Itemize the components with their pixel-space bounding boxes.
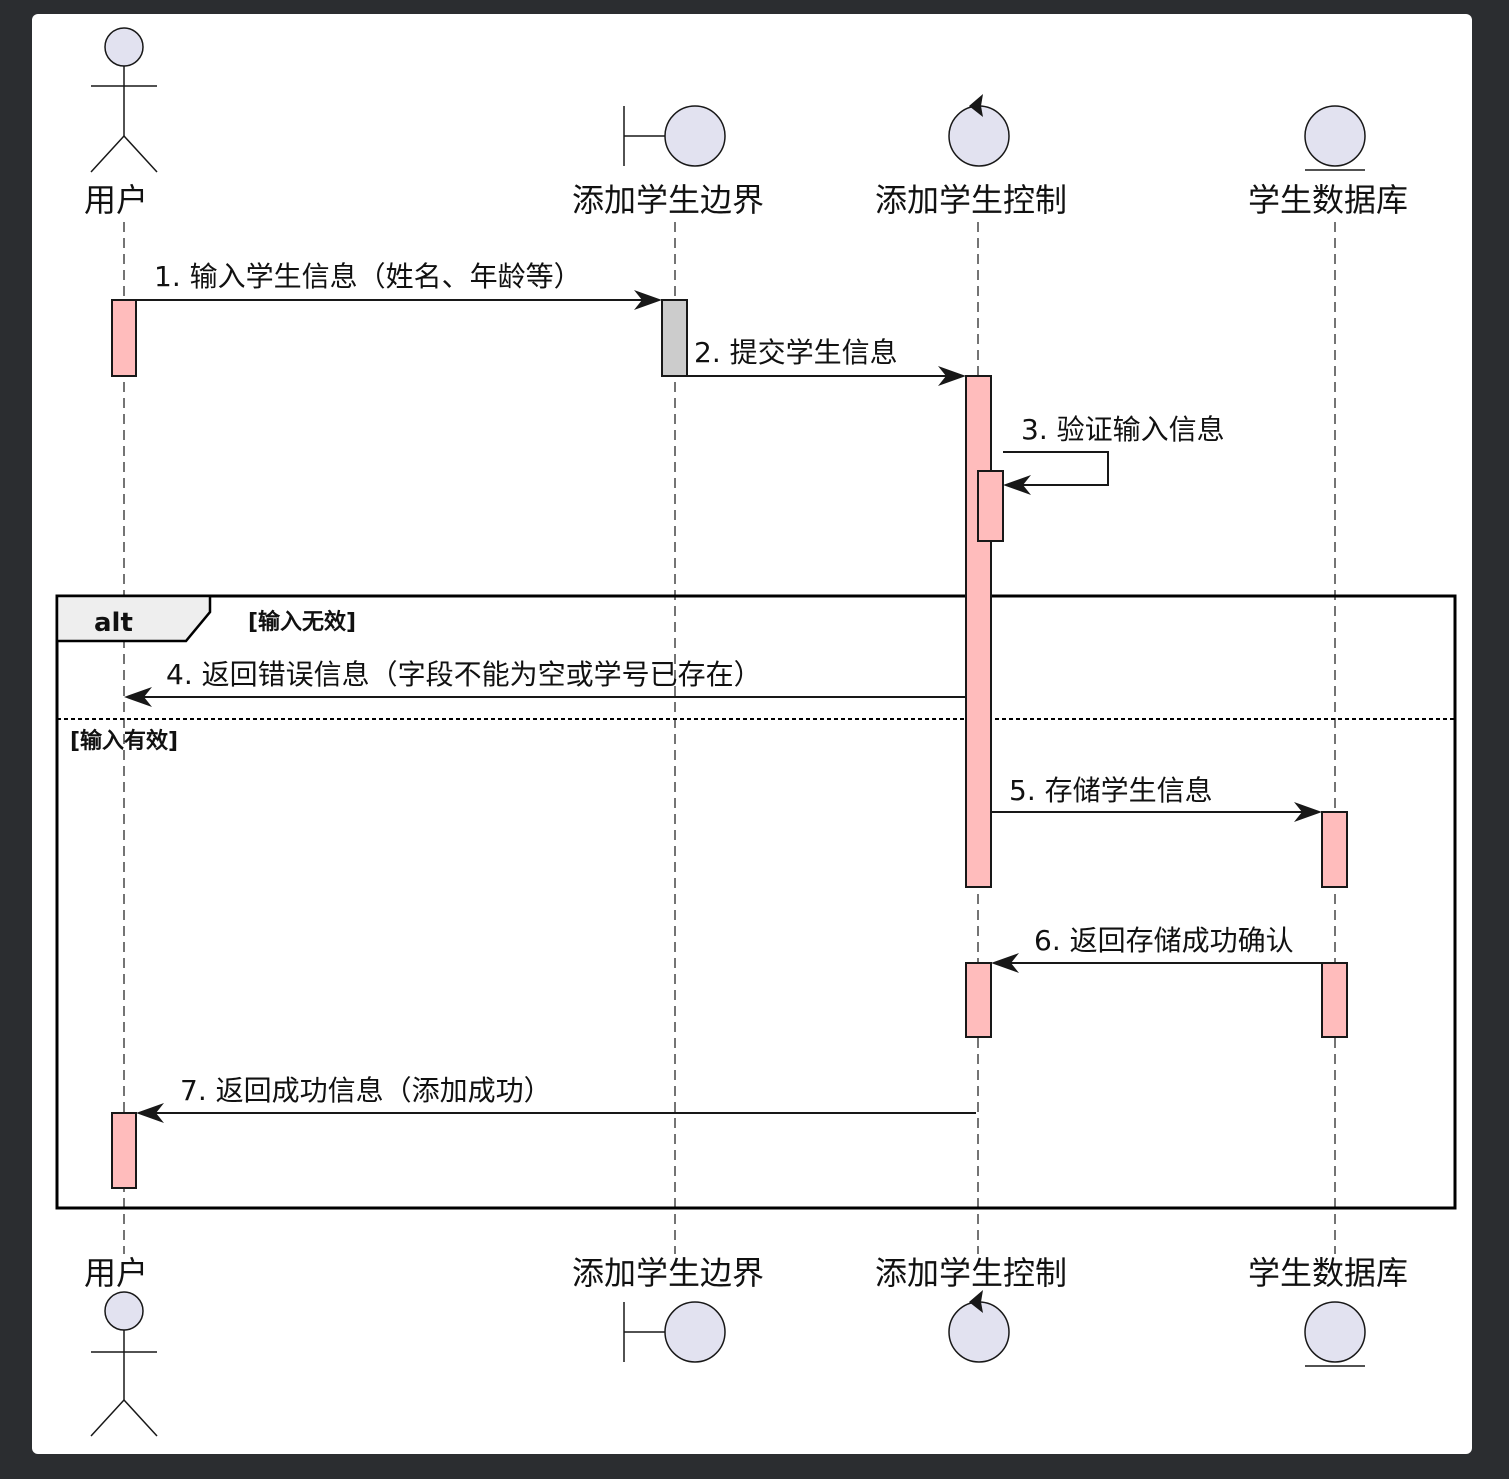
- participant-user-name-bottom: 用户: [84, 1254, 148, 1292]
- participant-user-name-top: 用户: [84, 181, 148, 219]
- activation-control-2: [965, 962, 992, 1038]
- entity-icon: [1304, 105, 1366, 171]
- activation-control-main: [965, 375, 992, 888]
- message-1-arrowhead: [634, 290, 662, 310]
- message-6-label: 6. 返回存储成功确认: [1034, 924, 1294, 957]
- activation-database-2: [1321, 962, 1348, 1038]
- participant-database-name-top: 学生数据库: [1248, 181, 1408, 219]
- message-3-label: 3. 验证输入信息: [1021, 413, 1225, 446]
- alt-guard-invalid: [输入无效]: [248, 609, 356, 635]
- participant-control-name-top: 添加学生控制: [875, 181, 1067, 219]
- participant-boundary-name-top: 添加学生边界: [572, 181, 764, 219]
- message-5-label: 5. 存储学生信息: [1009, 774, 1213, 807]
- entity-icon: [1304, 1301, 1366, 1367]
- control-icon: [948, 94, 1010, 167]
- activation-control-self: [977, 470, 1004, 542]
- participant-control-name-bottom: 添加学生控制: [875, 1254, 1067, 1292]
- participant-database-name-bottom: 学生数据库: [1248, 1254, 1408, 1292]
- participant-boundary-name-bottom: 添加学生边界: [572, 1254, 764, 1292]
- boundary-icon: [623, 105, 726, 167]
- alt-operator: alt: [94, 608, 133, 638]
- message-7-arrowhead: [136, 1103, 164, 1123]
- activation-user-1: [111, 299, 137, 377]
- boundary-icon: [623, 1301, 726, 1363]
- message-3-arrowhead: [1003, 475, 1031, 495]
- message-4-label: 4. 返回错误信息（字段不能为空或学号已存在）: [166, 658, 762, 691]
- alt-guard-valid: [输入有效]: [70, 728, 178, 754]
- actor-icon: [90, 27, 158, 173]
- control-icon: [948, 1290, 1010, 1363]
- activation-database-1: [1321, 811, 1348, 888]
- alt-frame: [55, 594, 1457, 1210]
- message-4-arrowhead: [124, 687, 152, 707]
- message-1-label: 1. 输入学生信息（姓名、年龄等）: [154, 260, 582, 293]
- sequence-diagram: alt [输入无效] [输入有效] 1. 输入学生信息（姓名、年龄等） 2. 提…: [55, 27, 1457, 1437]
- diagram-canvas: alt [输入无效] [输入有效] 1. 输入学生信息（姓名、年龄等） 2. 提…: [32, 14, 1472, 1454]
- message-2-label: 2. 提交学生信息: [694, 336, 898, 369]
- actor-icon: [90, 1291, 158, 1437]
- activation-user-2: [111, 1112, 137, 1189]
- message-2-arrowhead: [938, 366, 966, 386]
- alt-fragment: alt [输入无效] [输入有效]: [55, 594, 1457, 1210]
- activation-boundary-1: [661, 299, 688, 377]
- message-3-line: [1003, 451, 1109, 486]
- message-7-label: 7. 返回成功信息（添加成功）: [180, 1074, 552, 1107]
- message-5-arrowhead: [1294, 802, 1322, 822]
- alt-tab: [55, 594, 212, 643]
- message-6-arrowhead: [991, 953, 1019, 973]
